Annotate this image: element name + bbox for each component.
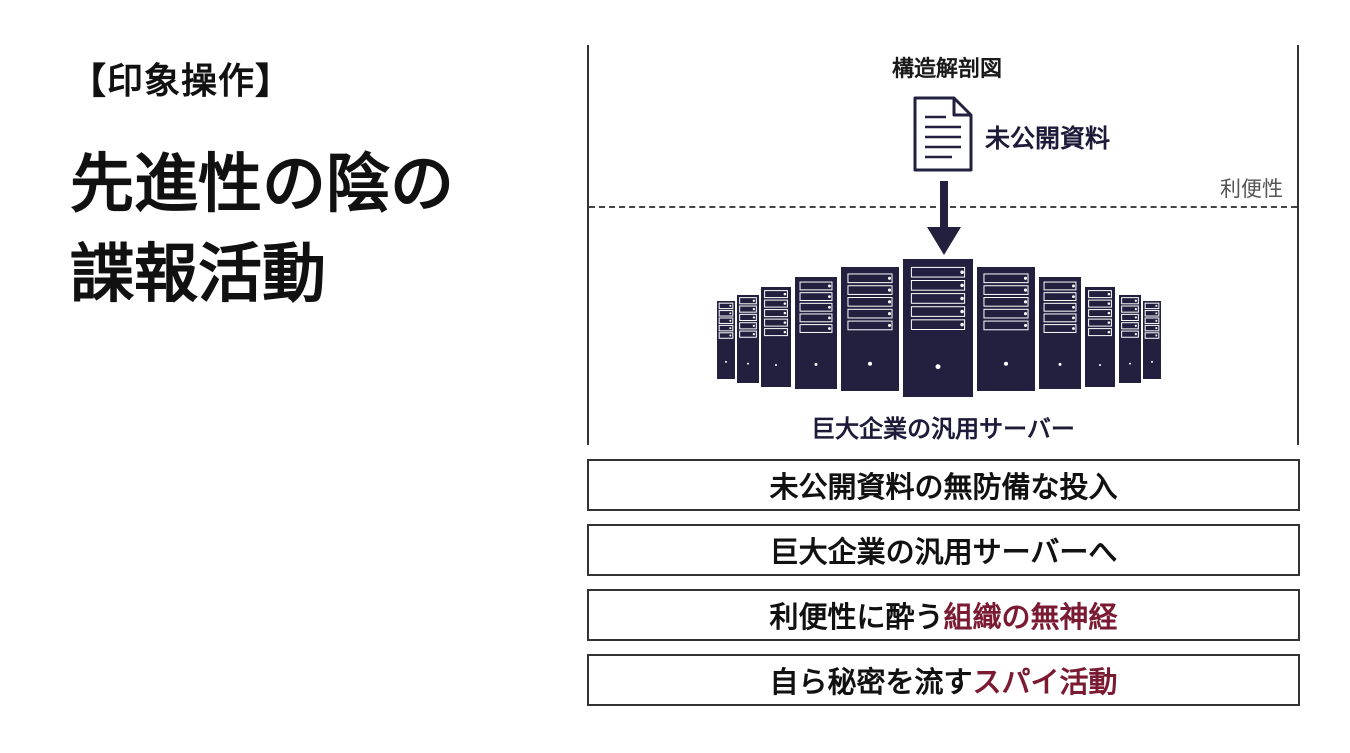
point-item: 自ら秘密を流すスパイ活動 bbox=[587, 654, 1300, 706]
headline-line-1: 先進性の陰の bbox=[70, 148, 454, 222]
servers-icon bbox=[717, 259, 1161, 397]
threshold-label: 利便性 bbox=[1220, 177, 1283, 201]
server-rack-icon bbox=[1143, 301, 1161, 379]
point-text: 未公開資料の無防備な投入 bbox=[769, 470, 1118, 504]
document-label: 未公開資料 bbox=[985, 124, 1111, 153]
servers-label: 巨大企業の汎用サーバー bbox=[811, 415, 1075, 443]
server-rack-icon bbox=[903, 259, 973, 397]
point-accent: スパイ活動 bbox=[972, 665, 1118, 699]
server-rack-icon bbox=[1085, 287, 1115, 387]
point-text: 巨大企業の汎用サーバーへ bbox=[769, 535, 1118, 569]
point-item: 利便性に酔う組織の無神経 bbox=[587, 589, 1300, 641]
server-rack-icon bbox=[1119, 295, 1141, 383]
diagram-title: 構造解剖図 bbox=[891, 57, 1002, 82]
point-accent: 組織の無神経 bbox=[943, 600, 1118, 634]
arrow-down-icon bbox=[927, 181, 961, 255]
diagram: 構造解剖図 未公開資料 利便性 巨大企業の汎用サーバー bbox=[587, 45, 1299, 445]
server-rack-icon bbox=[761, 287, 791, 387]
document-icon bbox=[913, 96, 973, 172]
server-rack-icon bbox=[737, 295, 759, 383]
server-rack-icon bbox=[841, 267, 899, 391]
point-text: 利便性に酔う bbox=[769, 600, 944, 634]
point-item: 未公開資料の無防備な投入 bbox=[587, 459, 1300, 511]
server-rack-icon bbox=[717, 301, 735, 379]
server-rack-icon bbox=[977, 267, 1035, 391]
point-text: 自ら秘密を流す bbox=[769, 665, 973, 699]
server-rack-icon bbox=[1039, 277, 1081, 389]
point-item: 巨大企業の汎用サーバーへ bbox=[587, 524, 1300, 576]
headline: 先進性の陰の 諜報活動 bbox=[70, 140, 454, 320]
diagram-left-border bbox=[587, 45, 589, 445]
point-list: 未公開資料の無防備な投入 巨大企業の汎用サーバーへ 利便性に酔う組織の無神経 自… bbox=[587, 459, 1300, 719]
server-rack-icon bbox=[795, 277, 837, 389]
category-label: 【印象操作】 bbox=[70, 61, 293, 102]
diagram-right-border bbox=[1297, 45, 1299, 445]
headline-line-2: 諜報活動 bbox=[70, 238, 326, 312]
